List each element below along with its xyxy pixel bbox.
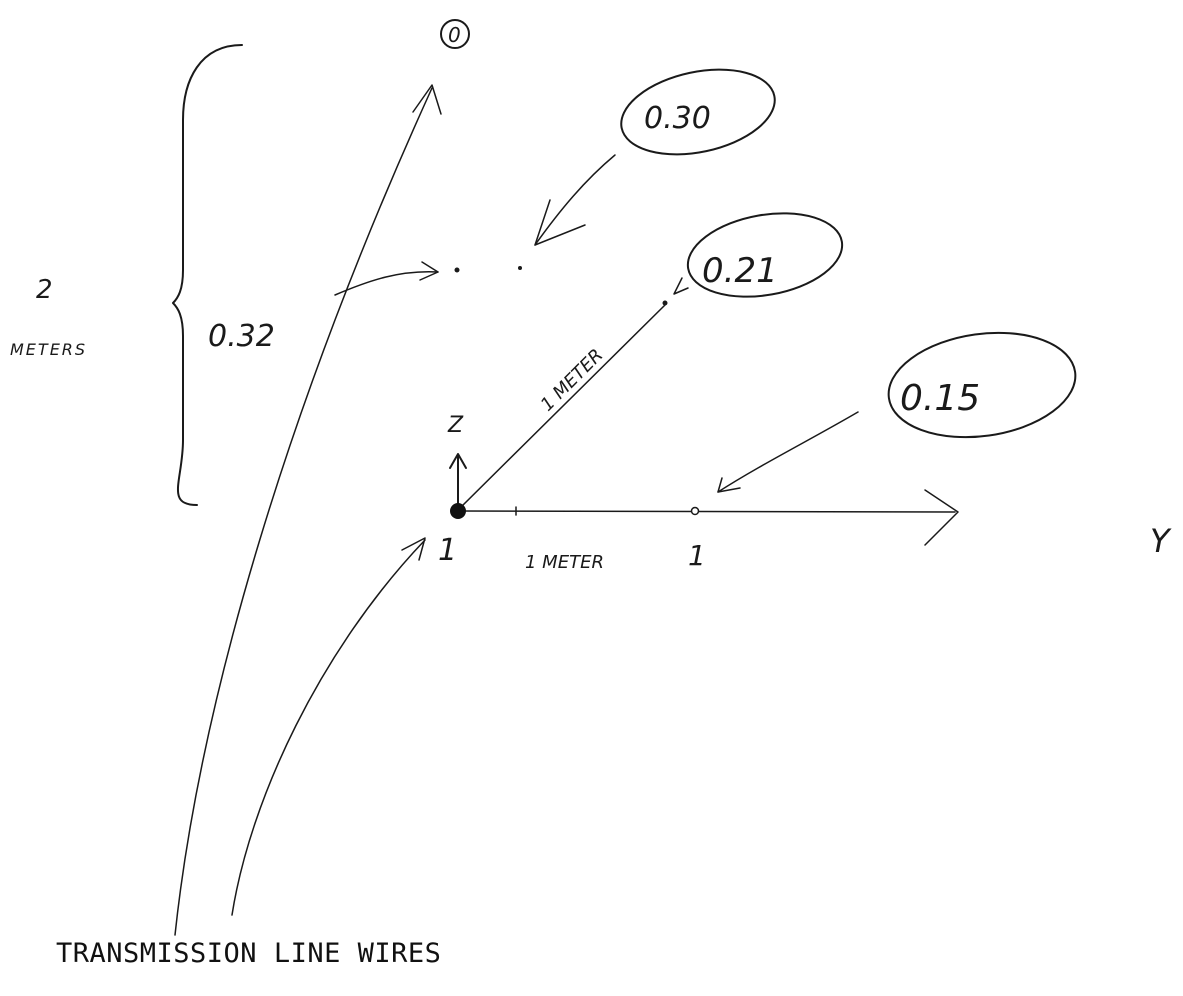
z-axis-arrowhead	[449, 453, 467, 469]
transmission-wire-left	[174, 87, 433, 936]
reading-bubble-lower-right	[887, 331, 1077, 439]
y-axis-label: Y	[1150, 522, 1172, 560]
wire-arrowhead	[401, 537, 426, 561]
arrowhead	[419, 261, 439, 281]
y-axis-point-label: 1	[688, 539, 706, 572]
reading-bubble-upper-right	[686, 212, 844, 298]
top-point-marker	[440, 19, 470, 49]
y-axis-point	[690, 506, 700, 516]
origin-label: 1	[438, 533, 457, 568]
reading-arrow-left	[334, 270, 439, 296]
top-point-label: 0	[448, 23, 461, 47]
origin-point	[450, 503, 466, 519]
y-axis-arrowhead	[924, 489, 959, 546]
arrowhead	[673, 277, 689, 295]
dimension-brace	[172, 44, 243, 506]
diagonal-distance-label: 1 METER	[537, 345, 608, 416]
y-axis	[457, 510, 956, 513]
reading-left: 0.32	[208, 319, 275, 354]
measurement-point	[662, 300, 668, 306]
measurement-point	[454, 267, 460, 273]
reading-top: 0.30	[644, 101, 711, 136]
reading-arrow-top	[534, 154, 616, 246]
horizontal-distance-label: 1 METER	[525, 552, 604, 573]
arrowhead	[534, 199, 586, 246]
transmission-wire-right	[231, 539, 426, 916]
reading-lower-right: 0.15	[900, 378, 980, 419]
reading-upper-right: 0.21	[702, 251, 778, 291]
z-axis-label: Z	[447, 413, 464, 438]
dimension-unit: METERS	[10, 340, 87, 359]
measurement-point	[518, 266, 522, 270]
reading-arrow-lower-right	[717, 411, 859, 493]
caption: TRANSMISSION LINE WIRES	[56, 938, 442, 969]
diagonal-axis	[457, 304, 666, 511]
arrowhead	[717, 477, 741, 493]
reading-bubble-top	[620, 68, 776, 156]
wire-arrowhead	[412, 84, 442, 115]
dimension-value: 2	[36, 275, 53, 305]
